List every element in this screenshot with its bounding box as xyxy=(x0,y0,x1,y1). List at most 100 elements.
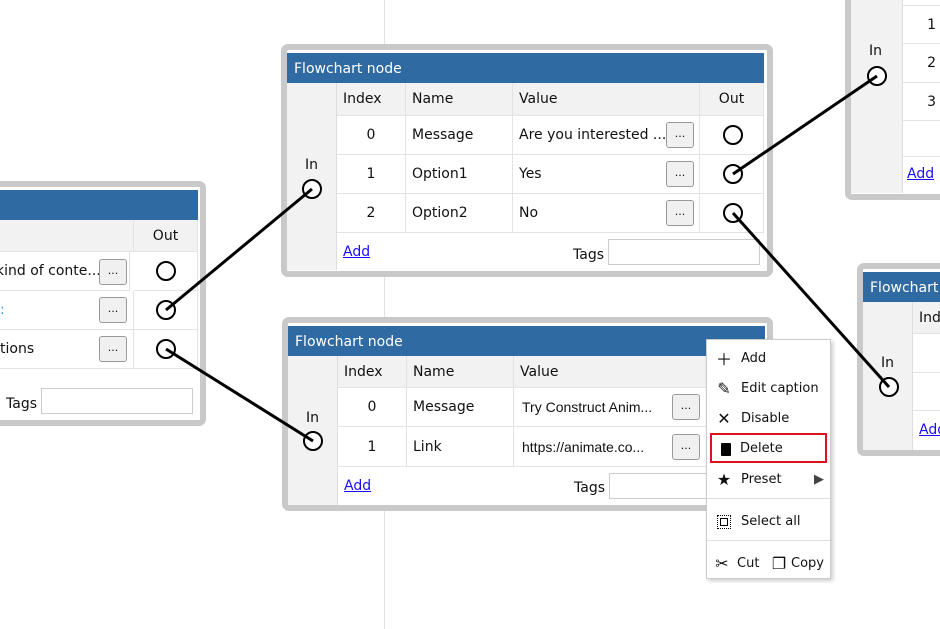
copy-icon: ❐ xyxy=(771,553,787,573)
in-label: In xyxy=(869,43,883,59)
menu-item-add[interactable]: ＋ Add xyxy=(707,343,830,373)
menu-separator xyxy=(707,540,830,541)
column-header-name: Name xyxy=(406,83,513,116)
edit-value-button[interactable]: ... xyxy=(666,122,694,148)
tags-label: Tags xyxy=(574,480,605,496)
column-header-name: Name xyxy=(407,356,514,388)
column-header-out: Out xyxy=(700,83,764,116)
cell-name: Link xyxy=(407,428,514,467)
column-header-value xyxy=(0,220,134,252)
menu-item-select-all[interactable]: Select all xyxy=(707,506,830,536)
edit-value-button[interactable]: ... xyxy=(666,200,694,226)
pencil-icon: ✎ xyxy=(717,378,731,398)
add-row-link[interactable]: Add xyxy=(344,478,372,494)
in-label: In xyxy=(881,355,895,371)
edit-value-button[interactable]: ... xyxy=(99,336,127,362)
out-port[interactable] xyxy=(723,164,743,184)
column-header-value: Value xyxy=(513,83,700,116)
cell-value[interactable]: Try Construct Anim... xyxy=(514,388,670,427)
in-port[interactable] xyxy=(867,66,887,86)
menu-label: Select all xyxy=(741,513,801,529)
column-header-index: Index xyxy=(338,356,407,388)
menu-item-disable[interactable]: ✕ Disable xyxy=(707,403,830,433)
menu-label: Preset xyxy=(741,471,782,487)
context-menu: ＋ Add ✎ Edit caption ✕ Disable Delete ★ Pres… xyxy=(706,339,831,579)
node-header[interactable] xyxy=(0,190,198,220)
column-header-index: Ind xyxy=(913,302,940,334)
in-column xyxy=(863,302,913,450)
cell-index: 1 xyxy=(338,428,407,467)
cell-index: 0 xyxy=(338,388,407,427)
edit-value-button[interactable]: ... xyxy=(672,434,700,460)
select-all-icon xyxy=(707,512,741,531)
menu-item-delete[interactable]: Delete xyxy=(710,433,827,463)
x-icon: ✕ xyxy=(717,408,731,428)
menu-label: Delete xyxy=(740,440,783,456)
in-port[interactable] xyxy=(303,431,323,451)
menu-label: Copy xyxy=(791,555,824,571)
menu-item-cut[interactable]: ✂ Cut xyxy=(707,548,765,578)
cell-value[interactable]: Yes xyxy=(513,155,700,194)
submenu-arrow-icon: ▶ xyxy=(814,471,824,487)
cell-value[interactable]: https://animate.co... xyxy=(514,428,670,467)
star-icon: ★ xyxy=(716,469,732,489)
menu-label: Cut xyxy=(737,555,760,571)
cell-index: 0 xyxy=(337,116,406,155)
menu-label: Disable xyxy=(741,410,790,426)
cell-index: 1 xyxy=(903,6,940,44)
cell-index: 2 xyxy=(903,44,940,83)
edit-value-button[interactable]: ... xyxy=(672,394,700,420)
add-row-link[interactable]: Add xyxy=(907,166,935,182)
node-header[interactable]: Flowchart node xyxy=(287,53,764,83)
canvas-grid-line xyxy=(384,0,385,629)
cell-value[interactable]: Are you interested ... xyxy=(513,116,700,155)
cell-value[interactable]: No xyxy=(513,194,700,233)
edit-value-button[interactable]: ... xyxy=(99,297,127,323)
out-port[interactable] xyxy=(723,125,743,145)
column-header-out: Out xyxy=(134,220,198,252)
menu-separator xyxy=(707,498,830,499)
tags-label: Tags xyxy=(6,396,37,412)
edit-value-button[interactable]: ... xyxy=(99,259,127,285)
row xyxy=(913,373,940,411)
in-port[interactable] xyxy=(879,377,899,397)
tags-input[interactable] xyxy=(41,388,193,414)
trash-icon xyxy=(712,439,740,458)
cell-name: Message xyxy=(407,388,514,427)
in-column xyxy=(287,83,337,270)
node-header[interactable]: Flowchart node xyxy=(288,326,765,356)
cell-name: Message xyxy=(406,116,513,155)
column-header-index: Index xyxy=(337,83,406,116)
row xyxy=(903,0,940,6)
in-port[interactable] xyxy=(302,179,322,199)
out-port[interactable] xyxy=(723,203,743,223)
in-label: In xyxy=(306,410,320,426)
out-port[interactable] xyxy=(156,261,176,281)
node-header[interactable]: Flowchart xyxy=(863,272,940,302)
cell-value[interactable]: : xyxy=(0,291,134,330)
edit-value-button[interactable]: ... xyxy=(666,161,694,187)
cell-index: 3 xyxy=(903,83,940,121)
plus-icon: ＋ xyxy=(715,350,732,369)
menu-label: Edit caption xyxy=(741,380,819,396)
tags-input[interactable] xyxy=(608,239,760,265)
in-column xyxy=(851,0,903,193)
add-row-link[interactable]: Add xyxy=(919,422,940,438)
out-port[interactable] xyxy=(156,300,176,320)
out-port[interactable] xyxy=(156,339,176,359)
menu-item-edit-caption[interactable]: ✎ Edit caption xyxy=(707,373,830,403)
menu-label: Add xyxy=(741,350,767,366)
cell-index: 2 xyxy=(337,194,406,233)
menu-item-preset[interactable]: ★ Preset ▶ xyxy=(707,464,830,494)
cell-index: 1 xyxy=(337,155,406,194)
scissors-icon: ✂ xyxy=(715,553,729,573)
tags-label: Tags xyxy=(573,247,604,263)
in-label: In xyxy=(305,157,319,173)
row xyxy=(913,334,940,373)
empty-row xyxy=(903,121,940,157)
cell-name: Option2 xyxy=(406,194,513,233)
add-row-link[interactable]: Add xyxy=(343,244,371,260)
cell-value: tions xyxy=(0,330,134,369)
cell-name: Option1 xyxy=(406,155,513,194)
menu-item-copy[interactable]: ❐Copy xyxy=(767,548,830,578)
